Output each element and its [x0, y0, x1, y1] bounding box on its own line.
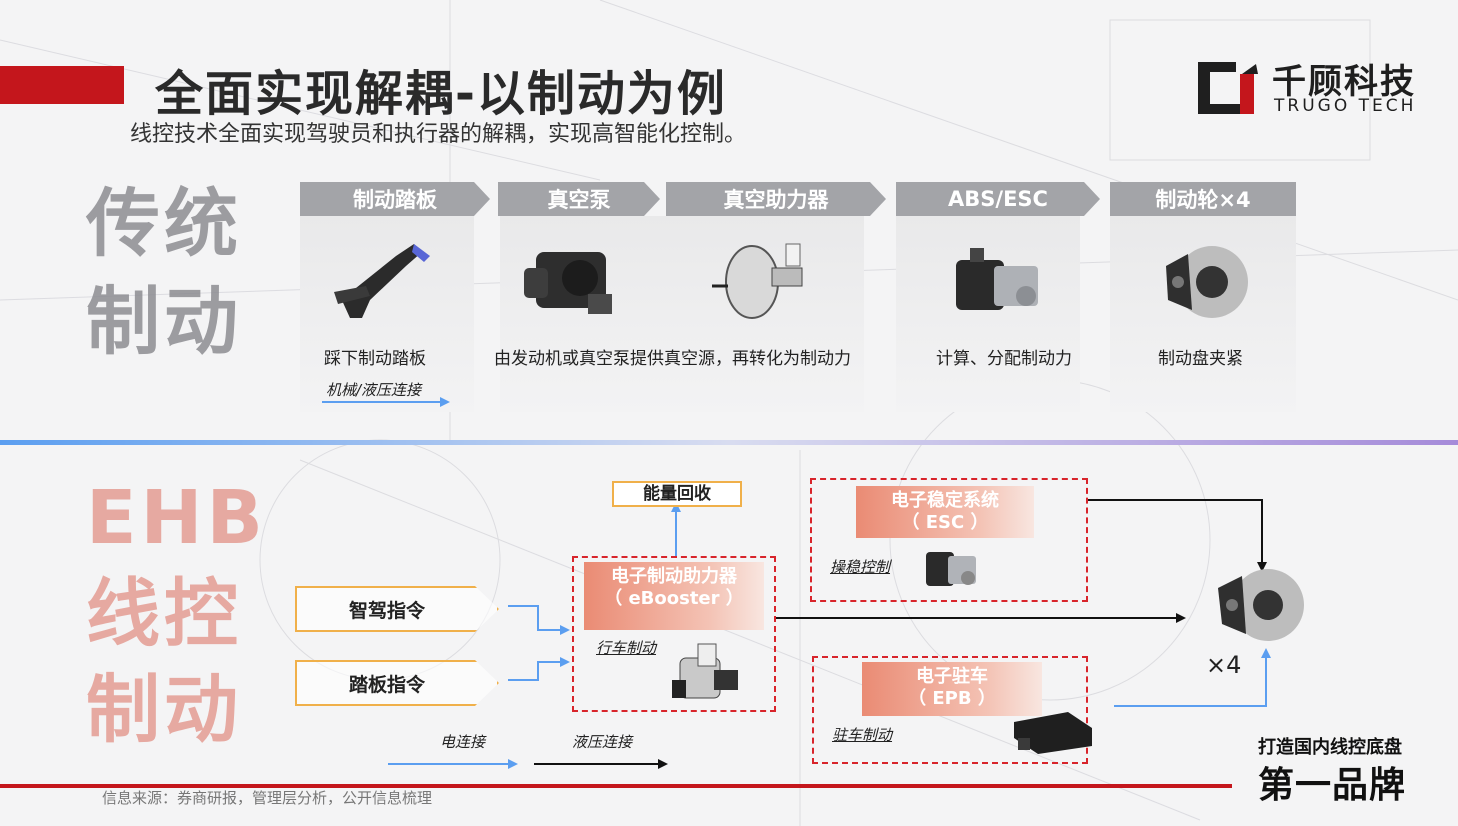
ebooster-header: 电子制动助力器 （ eBooster ） [584, 562, 764, 630]
logo-name-cn: 千顾科技 [1272, 62, 1416, 102]
ehb-brake-disc-image [1218, 569, 1304, 641]
slogan-line1: 打造国内线控底盘 [1258, 737, 1402, 758]
vacuum-booster-image [712, 243, 803, 319]
ebooster-dashed-frame [572, 556, 776, 712]
esc-tag: 操稳控制 [830, 558, 891, 576]
esc-dashed-frame [810, 478, 1088, 602]
caption-abs: 计算、分配制动力 [936, 349, 1072, 369]
source-note: 信息来源：券商研报，管理层分析，公开信息梳理 [102, 789, 433, 807]
ehb-braking-label: EHB 线控 制动 [86, 475, 267, 753]
epb-dashed-frame [812, 656, 1088, 764]
esc-header: 电子稳定系统 （ ESC ） [856, 486, 1034, 538]
epb-header: 电子驻车 （ EPB ） [862, 662, 1042, 716]
step-header-brake-wheel: 制动轮×4 [1110, 182, 1296, 216]
step-header-vacuum-pump: 真空泵 [498, 182, 660, 216]
legend-hydraulic-label: 液压连接 [572, 733, 633, 751]
pedal-command-box: 踏板指令 [295, 660, 499, 706]
slogan-line2: 第一品牌 [1258, 765, 1407, 806]
mechanical-connection-arrow [322, 397, 450, 407]
ebooster-image [672, 643, 738, 699]
traditional-braking-label: 传统 制动 [86, 181, 242, 365]
brake-disc-image [1166, 246, 1248, 318]
company-logo-icon [1198, 62, 1258, 114]
energy-recovery-box: 能量回收 [612, 481, 742, 507]
footer-accent-bar [0, 784, 1232, 788]
epb-module-image [1014, 712, 1092, 754]
wheel-count: ×4 [1206, 651, 1242, 679]
vacuum-pump-image [524, 252, 612, 314]
step-panel-pedal [300, 216, 474, 412]
esc-module-image [926, 552, 976, 586]
logo-name-en: TRUGO TECH [1274, 96, 1417, 116]
page-subtitle: 线控技术全面实现驾驶员和执行器的解耦，实现高智能化控制。 [130, 122, 747, 147]
page-title: 全面实现解耦-以制动为例 [155, 66, 727, 122]
step-header-pedal: 制动踏板 [300, 182, 490, 216]
step-header-abs-esc: ABS/ESC [896, 182, 1100, 216]
brake-pedal-image [334, 244, 430, 318]
step-panel-vacuum [500, 216, 864, 412]
epb-tag: 驻车制动 [832, 726, 893, 744]
caption-wheel: 制动盘夹紧 [1158, 349, 1243, 369]
smart-driving-command-box: 智驾指令 [295, 586, 499, 632]
step-header-vacuum-booster: 真空助力器 [666, 182, 886, 216]
title-accent-bar [0, 66, 124, 104]
ebooster-tag: 行车制动 [596, 639, 657, 657]
caption-pedal: 踩下制动踏板 [324, 349, 426, 369]
section-divider [0, 440, 1458, 445]
legend-electric-label: 电连接 [440, 733, 486, 751]
abs-module-image [956, 248, 1038, 310]
step-panel-abs [896, 216, 1080, 412]
caption-vacuum: 由发动机或真空泵提供真空源，再转化为制动力 [494, 349, 851, 369]
mechanical-hydraulic-label: 机械/液压连接 [326, 381, 422, 399]
